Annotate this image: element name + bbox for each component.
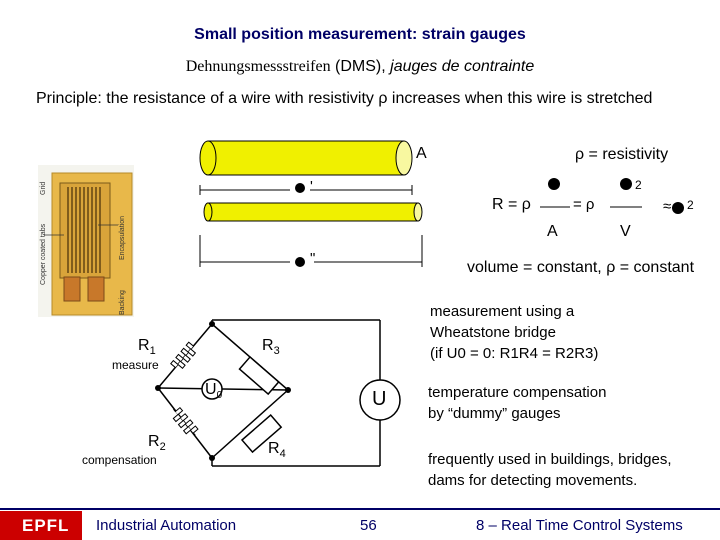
epfl-logo: EPFL bbox=[0, 511, 82, 540]
label-u: U bbox=[372, 388, 387, 410]
thin-wire bbox=[207, 202, 419, 222]
meter-u0 bbox=[201, 378, 223, 400]
wheatstone-bridge bbox=[155, 319, 401, 467]
footer-page: 56 bbox=[360, 517, 377, 534]
formula-approx: ≈ bbox=[663, 198, 672, 215]
label-u0: U0 bbox=[205, 381, 223, 402]
volume-text: volume = constant, ρ = constant bbox=[467, 259, 695, 276]
strain-gauge-r1 bbox=[170, 341, 197, 371]
formula-eq2: = ρ bbox=[573, 196, 595, 213]
note-bridge-l1: measurement using a bbox=[430, 303, 575, 320]
wire-diagram bbox=[199, 140, 423, 267]
thick-wire bbox=[207, 140, 405, 176]
strain-gauge-photo: Grid Copper coated tabs Encapsulation Ba… bbox=[38, 165, 134, 317]
note-temp-l1: temperature compensation bbox=[428, 384, 607, 401]
subtitle-french: jauges de contrainte bbox=[390, 58, 535, 75]
strain-gauge-r2 bbox=[172, 406, 199, 436]
note-bridge-l2: Wheatstone bridge bbox=[430, 324, 556, 341]
slide-title: Small position measurement: strain gauge… bbox=[194, 26, 526, 43]
principle-text: Principle: the resistance of a wire with… bbox=[36, 90, 653, 107]
formula-exp2: 2 bbox=[687, 198, 694, 212]
formula-den-a: A bbox=[547, 223, 558, 240]
length-symbol bbox=[295, 183, 305, 193]
note-temp-l2: by “dummy” gauges bbox=[428, 405, 561, 422]
photo-label-encapsulation: Encapsulation bbox=[119, 216, 126, 260]
voltage-source-u bbox=[359, 379, 401, 421]
note-bridge-l3: (if U0 = 0: R1R4 = R2R3) bbox=[430, 345, 599, 362]
note-usage-l1: frequently used in buildings, bridges, bbox=[428, 451, 672, 468]
formula-lhs: R = ρ bbox=[492, 196, 531, 213]
area-label: A bbox=[416, 145, 427, 162]
formula-exp1: 2 bbox=[635, 178, 642, 192]
formula-den-v: V bbox=[620, 223, 631, 240]
label-r1: R1 bbox=[138, 337, 156, 358]
resistivity-label: ρ = resistivity bbox=[575, 146, 669, 163]
resistor-r4 bbox=[240, 414, 283, 454]
footer-chapter: 8 – Real Time Control Systems bbox=[476, 517, 683, 534]
label-r2: R2 bbox=[148, 433, 166, 454]
label-measure: measure bbox=[112, 358, 159, 372]
footer-course: Industrial Automation bbox=[96, 517, 237, 534]
label-compensation: compensation bbox=[82, 453, 157, 467]
resistor-r3 bbox=[238, 355, 280, 396]
footer-rule bbox=[0, 508, 720, 510]
formula-graphics bbox=[540, 178, 684, 214]
photo-label-tabs: Copper coated tabs bbox=[40, 223, 47, 285]
subtitle-german: Dehnungsmessstreifen bbox=[185, 58, 331, 75]
length-symbol-2 bbox=[295, 257, 305, 267]
label-r3: R3 bbox=[262, 337, 280, 358]
photo-label-backing: Backing bbox=[119, 290, 126, 315]
photo-label-grid: Grid bbox=[40, 182, 47, 195]
len1-mark: ' bbox=[310, 178, 313, 195]
subtitle-dms: (DMS), bbox=[330, 58, 391, 75]
note-usage-l2: dams for detecting movements. bbox=[428, 472, 638, 489]
slide-subtitle: Dehnungsmessstreifen (DMS), jauges de co… bbox=[0, 58, 720, 76]
label-r4: R4 bbox=[268, 440, 286, 461]
len2-mark: " bbox=[310, 250, 316, 267]
